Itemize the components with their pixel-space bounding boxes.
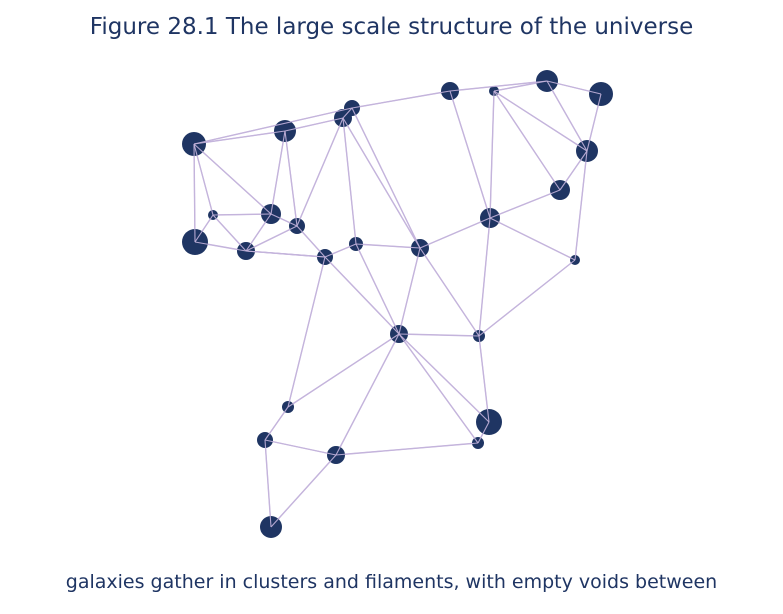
filament-edge-overlay-23 (559, 150, 588, 191)
filament-edge-overlay-12 (193, 107, 353, 145)
filament-edge-overlay-8 (296, 117, 344, 227)
filament-edge-overlay-57 (270, 454, 337, 528)
filament-edge-overlay-22 (586, 93, 602, 152)
filament-edge-overlay-4 (270, 130, 286, 215)
filament-edge-overlay-45 (194, 241, 247, 252)
filament-edge-overlay-44 (212, 214, 247, 252)
filament-edge-overlay-38 (287, 256, 326, 408)
filament-edge-overlay-7 (342, 107, 353, 119)
filament-edge-overlay-20 (546, 80, 602, 95)
filament-edge-overlay-26 (489, 217, 576, 261)
filament-edge-overlay-29 (478, 217, 491, 337)
filament-edge-overlay-41 (212, 213, 272, 216)
filament-edge-overlay-55 (264, 439, 337, 456)
filament-edge-overlay-1 (193, 143, 214, 216)
filament-edge-overlay-25 (489, 189, 561, 219)
filament-edge-overlay-47 (398, 333, 480, 337)
filament-edge-overlay-28 (419, 217, 491, 249)
filament-edge-overlay-32 (419, 247, 480, 337)
filament-edge-overlay-35 (296, 225, 326, 258)
filament-edge-overlay-0 (193, 130, 286, 145)
filament-edge-overlay-30 (355, 243, 421, 249)
filament-edge-overlay-34 (355, 243, 400, 335)
filament-edge-overlay-6 (284, 117, 344, 132)
filament-edge-overlay-46 (245, 250, 326, 258)
filament-edge-overlay-2 (193, 143, 196, 243)
filament-edge-overlay-50 (287, 333, 400, 408)
filament-edge-overlay-11 (351, 107, 421, 249)
filament-edge-overlay-51 (335, 333, 400, 456)
filament-edge-overlay-52 (478, 335, 490, 423)
filament-edge-overlay-43 (194, 214, 214, 243)
filament-edge-overlay-3 (193, 143, 272, 215)
filament-edge-overlay-49 (398, 333, 479, 444)
filament-edge-overlay-53 (477, 421, 490, 444)
filament-edge-overlay-19 (493, 90, 588, 152)
filament-edge-overlay-24 (574, 150, 588, 261)
filament-edge-overlay-18 (493, 90, 561, 191)
filament-edge-overlay-37 (324, 256, 400, 335)
filament-edge-overlay-21 (546, 80, 588, 152)
filament-edge-overlay-5 (284, 130, 298, 227)
filament-edges (193, 80, 602, 528)
filament-edge-overlay-13 (351, 90, 451, 109)
filament-edge-overlay-14 (449, 80, 548, 92)
filament-edge-overlay-27 (478, 259, 576, 337)
filament-edge-overlay-33 (324, 243, 357, 258)
filament-edge-overlay-17 (489, 90, 495, 219)
filament-edge-overlay-16 (493, 80, 548, 92)
figure-title: Figure 28.1 The large scale structure of… (89, 14, 694, 40)
filament-edge-overlay-54 (264, 406, 289, 441)
filament-edge-overlay-9 (342, 117, 357, 245)
filament-edge-overlay-42 (245, 213, 272, 252)
filament-edge-overlay-48 (398, 333, 490, 423)
figure-caption: galaxies gather in clusters and filament… (65, 571, 718, 593)
filament-edge-overlay-58 (335, 442, 479, 456)
filament-edge-overlay-56 (264, 439, 272, 528)
filament-edge-overlay-31 (398, 247, 421, 335)
galaxy-nodes (182, 70, 613, 538)
filament-edge-overlay-15 (449, 90, 491, 219)
filament-edge-overlay-10 (342, 117, 421, 249)
filament-edge-overlay-40 (245, 225, 298, 252)
filament-edge-overlay-39 (270, 213, 298, 227)
